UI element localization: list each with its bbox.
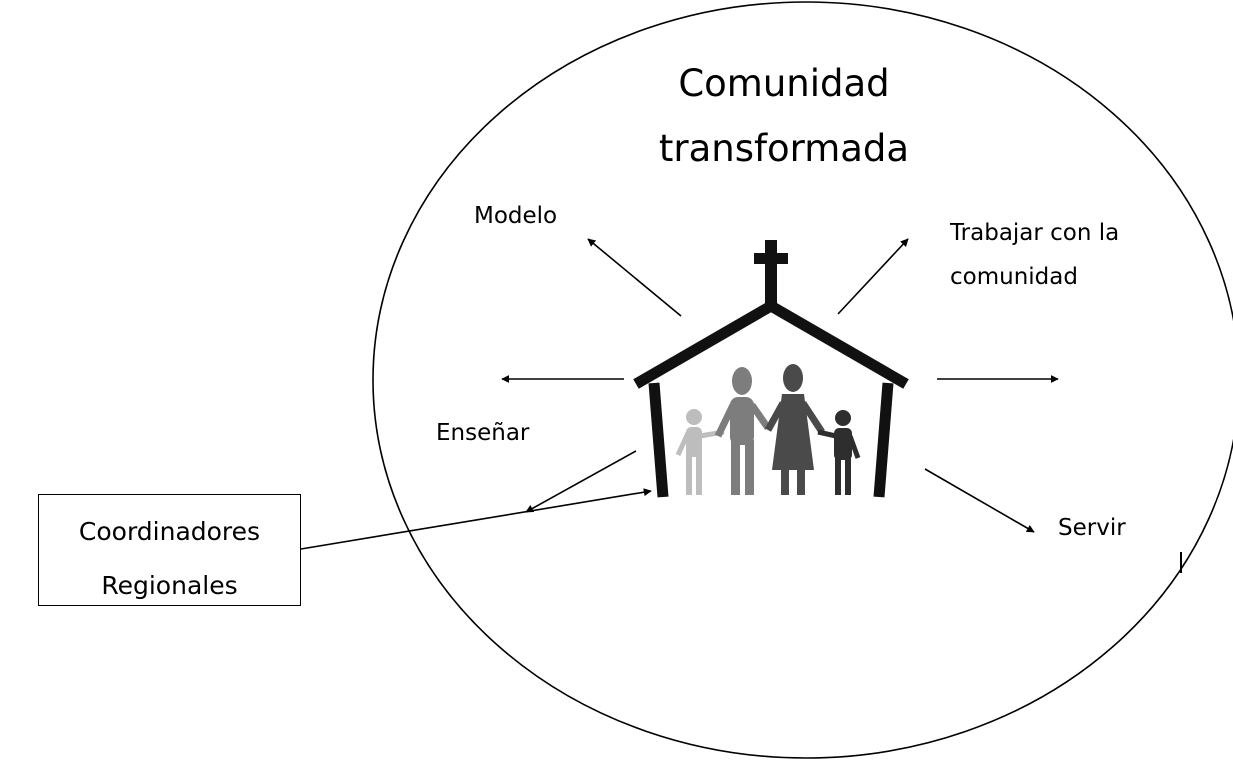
- arrow-trabajar: [837, 238, 909, 315]
- callout-connector-arrow: [300, 488, 652, 550]
- label-ensenar: Enseñar: [436, 420, 530, 446]
- label-trabajar-line1: Trabajar con la: [950, 220, 1120, 246]
- child-left-figure: [675, 409, 725, 495]
- community-ellipse: [372, 1, 1233, 759]
- callout-line1: Coordinadores: [78, 517, 261, 546]
- family-icon: [675, 364, 861, 495]
- woman-figure: [764, 364, 825, 495]
- label-trabajar-line2: comunidad: [950, 264, 1078, 290]
- man-figure: [714, 367, 771, 495]
- arrow-ensenar: [525, 450, 637, 513]
- diagram-title-line1: Comunidad: [678, 62, 890, 105]
- child-right-figure: [817, 410, 861, 495]
- label-modelo: Modelo: [474, 203, 558, 229]
- church-icon: [633, 240, 909, 498]
- callout-box: Coordinadores Regionales: [38, 494, 301, 606]
- callout-line2: Regionales: [101, 571, 238, 600]
- diagram-title-line2: transformada: [658, 127, 910, 170]
- arrow-servir: [924, 468, 1035, 533]
- label-servir: Servir: [1058, 515, 1126, 541]
- arrow-modelo: [587, 238, 682, 317]
